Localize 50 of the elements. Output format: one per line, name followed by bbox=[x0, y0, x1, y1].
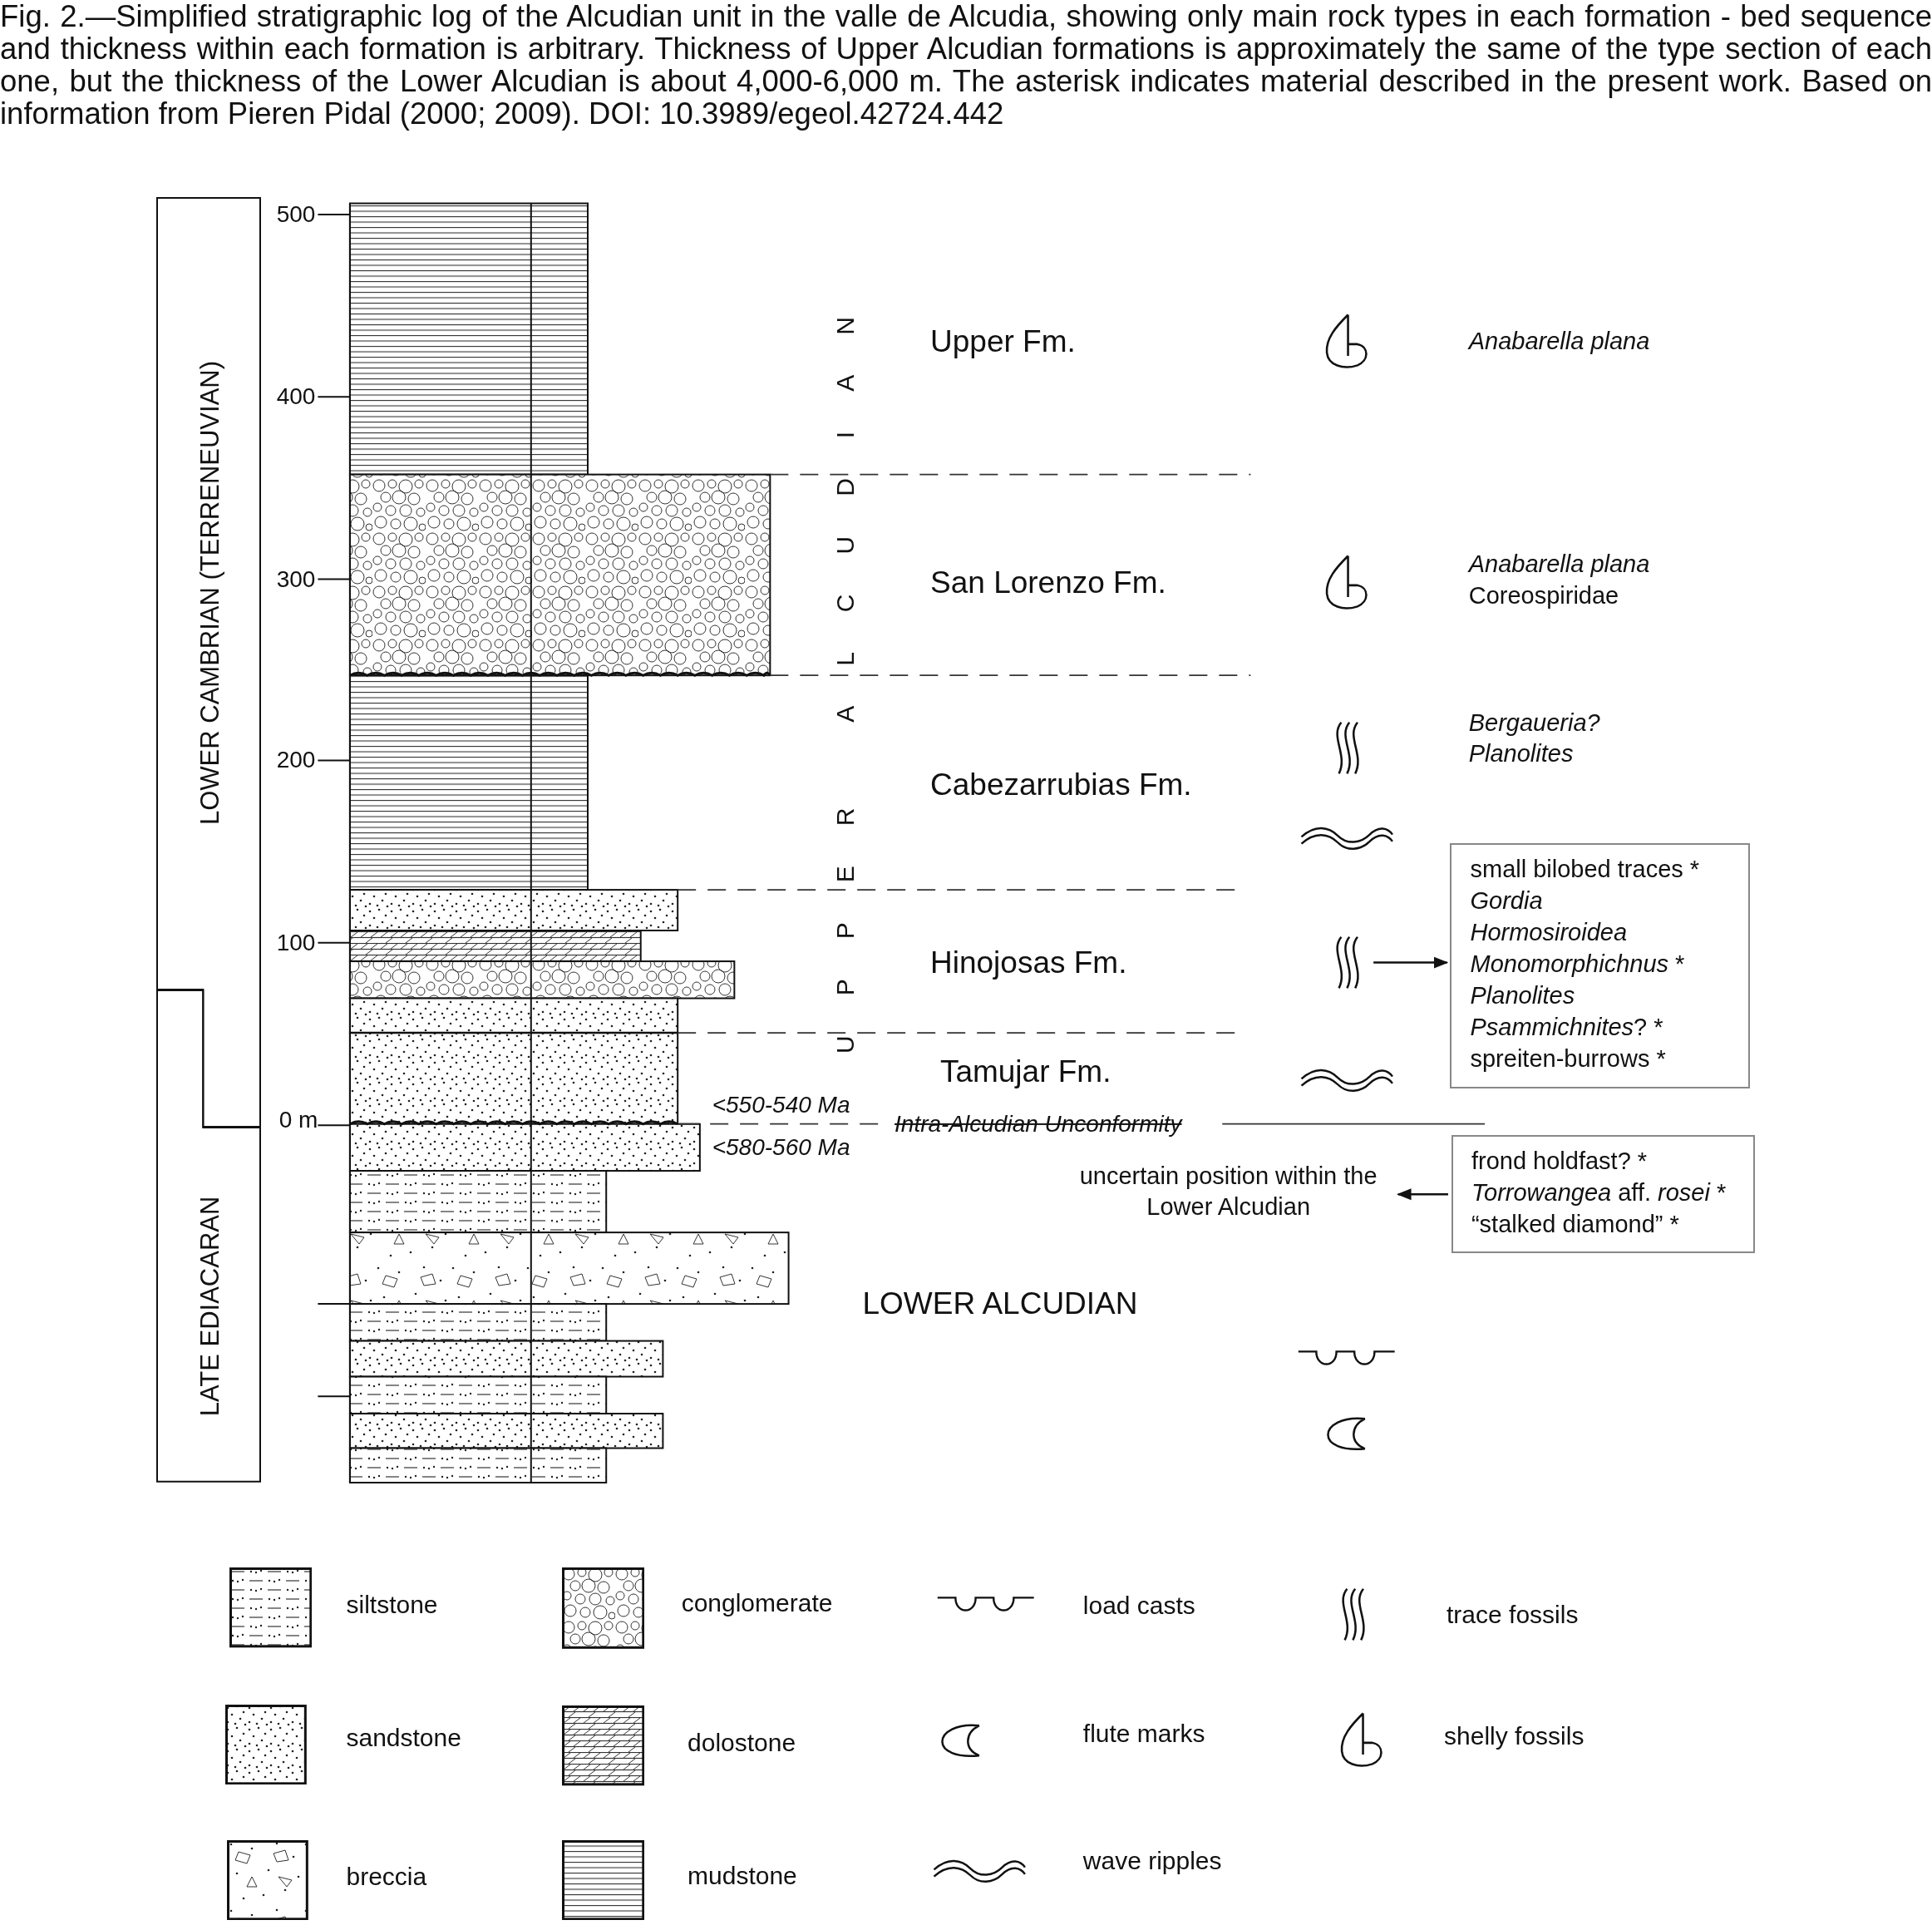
legend-label: sandstone bbox=[346, 1725, 461, 1750]
legend-label: siltstone bbox=[346, 1592, 438, 1617]
axis-tick-label: 400 bbox=[276, 383, 316, 411]
formation-label: San Lorenzo Fm. bbox=[930, 565, 1166, 601]
fossil-name: Anabarella plana bbox=[1468, 327, 1650, 356]
arrow bbox=[1397, 1188, 1448, 1201]
fossil-name: Planolites bbox=[1468, 740, 1574, 768]
legend-label: mudstone bbox=[688, 1863, 797, 1888]
fossil-name: Monomorphichnus* bbox=[1470, 949, 1685, 979]
axis-tick-label: 500 bbox=[276, 200, 316, 228]
formation-label: Cabezarrubias Fm. bbox=[930, 767, 1192, 803]
axis-tick-label: 200 bbox=[276, 747, 316, 774]
period-label: LATE EDIACARAN bbox=[196, 1196, 223, 1417]
fossil-name: “stalked diamond” * bbox=[1471, 1210, 1679, 1240]
formation-label: Hinojosas Fm. bbox=[930, 945, 1127, 980]
fossil-name: Psammichnites? * bbox=[1470, 1012, 1663, 1042]
age-label: <550-540 Ma bbox=[712, 1092, 850, 1119]
fossil-name: Gordia bbox=[1470, 886, 1543, 916]
arrow bbox=[1373, 956, 1449, 969]
fossil-name: frond holdfast? * bbox=[1471, 1147, 1648, 1177]
period-label: LOWER CAMBRIAN (TERRENEUVIAN) bbox=[196, 360, 223, 825]
fossil-name: Coreospiridae bbox=[1468, 582, 1619, 610]
axis-tick-label: 0 m bbox=[278, 1107, 318, 1134]
fossil-list-box bbox=[1451, 1135, 1755, 1254]
legend-label: trace fossils bbox=[1447, 1602, 1579, 1627]
legend-label: shelly fossils bbox=[1444, 1724, 1585, 1750]
fossil-name: spreiten-burrows * bbox=[1470, 1044, 1666, 1074]
legend-label: conglomerate bbox=[681, 1591, 833, 1617]
legend-label: dolostone bbox=[688, 1730, 796, 1755]
fossil-name: Planolites bbox=[1470, 980, 1575, 1010]
legend-label: breccia bbox=[346, 1864, 427, 1890]
note-text: uncertain position within the Lower Alcudian bbox=[1078, 1162, 1378, 1222]
axis-tick-label: 100 bbox=[276, 929, 316, 956]
axis-tick-label: 300 bbox=[276, 565, 316, 593]
fossil-name: Anabarella plana bbox=[1468, 550, 1650, 579]
unit-label: UPPER ALCUDIAN bbox=[830, 277, 860, 1054]
formation-label: Tamujar Fm. bbox=[939, 1054, 1111, 1090]
figure-caption: Fig. 2.—Simplified stratigraphic log of the Alcudian unit in the valle de Alcudia, showing only main rock types in each formation - bed sequence and thickness within each formation is arbitrary. Thickness of Upper Alcudian formations is approximately the same of the type section of each one, but the thickness of the Lower Alcudian is about 4,000-6,000 m. The asterisk indicates material described in the present work. Based on information from Pieren Pidal (2000; 2009). DOI: 10.3989/egeol.42724.442 bbox=[0, 0, 1932, 130]
unit-label: LOWER ALCUDIAN bbox=[862, 1286, 1138, 1322]
unconformity-label: Intra-Alcudian Unconformity bbox=[895, 1110, 1182, 1138]
age-label: <580-560 Ma bbox=[712, 1133, 850, 1161]
legend-label: flute marks bbox=[1082, 1721, 1205, 1747]
fossil-list-box bbox=[1450, 842, 1750, 1088]
formation-label: Upper Fm. bbox=[930, 323, 1076, 359]
legend-label: load casts bbox=[1082, 1593, 1195, 1619]
fossil-name: small bilobed traces * bbox=[1470, 854, 1700, 884]
fossil-name: Hormosiroidea bbox=[1470, 917, 1628, 947]
fossil-name: Torrowangea aff. rosei* bbox=[1471, 1178, 1727, 1208]
fossil-name: Bergaueria? bbox=[1468, 709, 1600, 738]
legend-label: wave ripples bbox=[1082, 1848, 1222, 1874]
